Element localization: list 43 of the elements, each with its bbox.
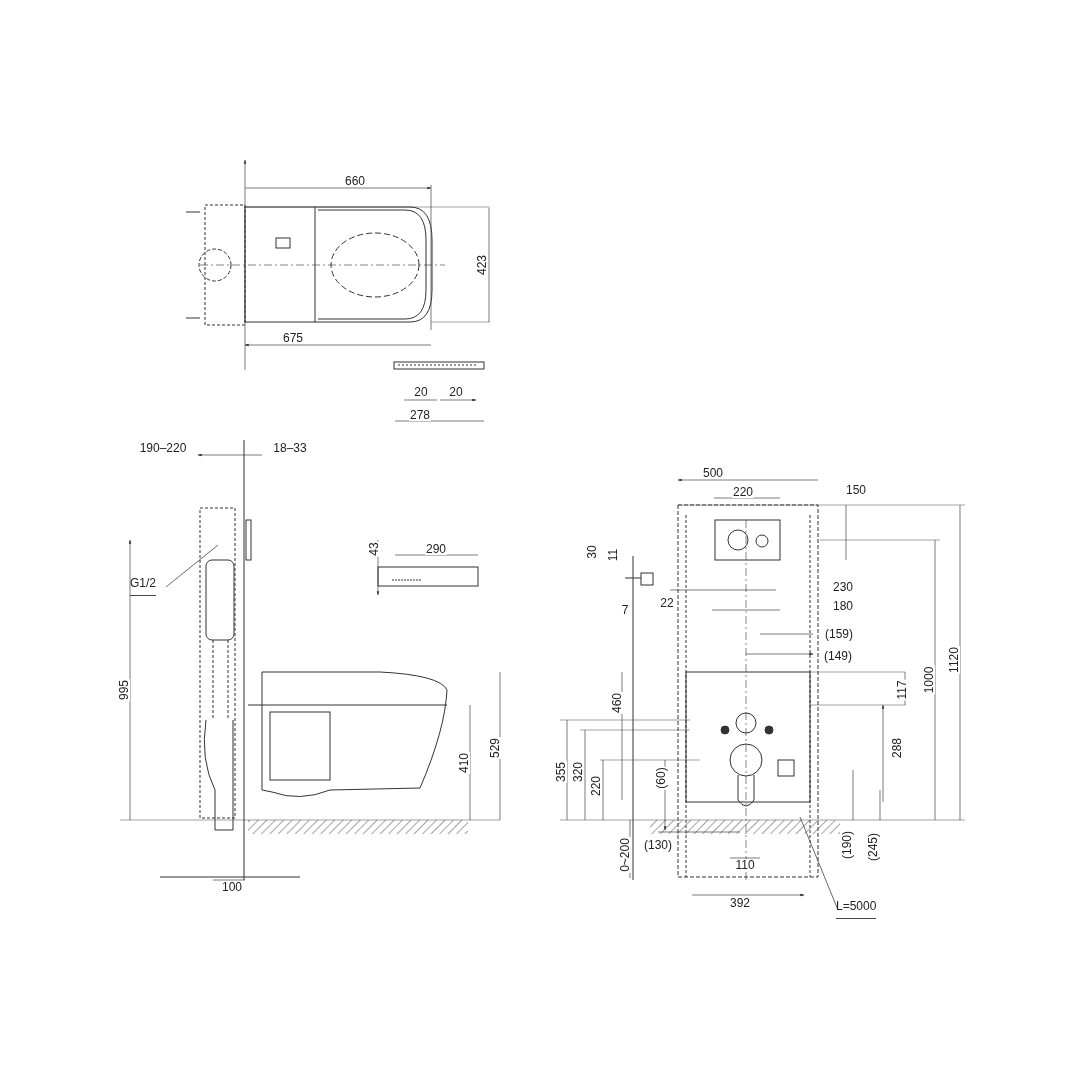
dimension-label: 320	[572, 761, 584, 783]
dimension-label: 290	[425, 543, 447, 555]
dimension-label: 11	[607, 547, 619, 563]
dimension-label: 529	[489, 737, 501, 759]
dimension-label: 288	[891, 737, 903, 759]
dimension-label: (245)	[867, 832, 879, 862]
dimension-label: (190)	[841, 830, 853, 860]
dimension-label: 355	[555, 761, 567, 783]
dimension-label: 110	[734, 859, 756, 871]
dimension-label: 117	[896, 679, 908, 701]
dimension-label: 150	[845, 484, 867, 496]
dimension-label: 1120	[948, 646, 960, 674]
dimension-label: 220	[732, 486, 754, 498]
dimension-label: 675	[282, 332, 304, 344]
dimension-label: 423	[476, 254, 488, 276]
dimension-label: 220	[590, 775, 602, 797]
callout-text: G1/2	[130, 576, 156, 590]
dimension-label: 1000	[923, 665, 935, 695]
callout-text: L=5000	[836, 899, 877, 913]
dimension-label: 20	[413, 386, 429, 398]
dimension-label: 500	[702, 467, 724, 479]
dimension-label: 460	[611, 692, 623, 714]
dimension-label: 20	[448, 386, 464, 398]
dimension-label: (130)	[643, 839, 673, 851]
dimension-label: 180	[832, 600, 854, 612]
leader-line	[165, 544, 219, 588]
dimension-label: 0~200	[619, 837, 631, 873]
dimension-label: 30	[586, 544, 598, 560]
dimension-label: 7	[620, 604, 630, 616]
dimension-label: 100	[221, 881, 243, 893]
dimension-label: (149)	[823, 650, 853, 662]
dimension-label: 190–220	[138, 442, 188, 454]
dimension-label: 22	[659, 597, 675, 609]
dimension-label: 392	[729, 897, 751, 909]
dimension-label: 410	[458, 752, 470, 774]
dimension-label: 278	[409, 409, 431, 421]
dimension-label: 43	[368, 541, 380, 557]
dimension-label: (159)	[824, 628, 854, 640]
dimension-label: 18–33	[272, 442, 308, 454]
dimension-label: 660	[344, 175, 366, 187]
dimension-label: (60)	[655, 766, 667, 790]
dimension-label: 995	[118, 679, 130, 701]
dimension-label: 230	[832, 581, 854, 593]
